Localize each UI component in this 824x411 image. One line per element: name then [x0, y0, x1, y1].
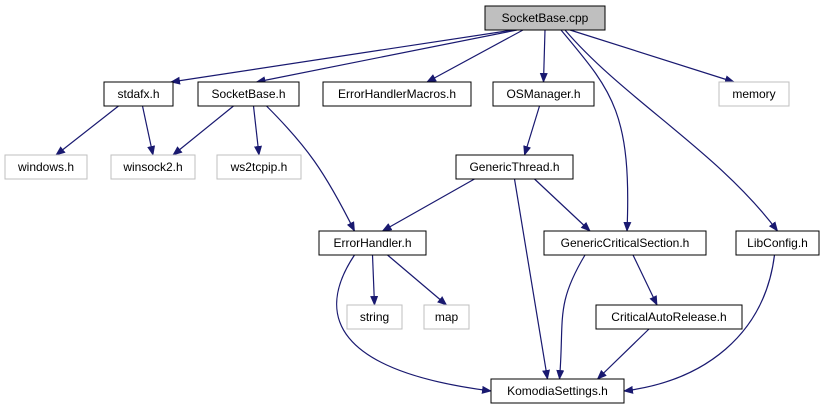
node-label: map — [435, 310, 459, 324]
edge-libconfig-h-to-komodiasettings-h — [623, 254, 776, 394]
edge-genericcriticalsection-h-to-komodiasettings-h — [556, 254, 586, 380]
edge-socketbase-h-to-errorhandler-h — [266, 105, 356, 232]
node-label: GenericCriticalSection.h — [561, 236, 690, 250]
node-label: ErrorHandler.h — [333, 236, 411, 250]
node-socketbase-cpp[interactable]: SocketBase.cpp — [484, 5, 606, 31]
node-socketbase-h[interactable]: SocketBase.h — [197, 81, 300, 107]
node-label: ErrorHandlerMacros.h — [338, 87, 456, 101]
edges-layer — [55, 29, 779, 394]
node-criticalautorelease-h[interactable]: CriticalAutoRelease.h — [595, 304, 743, 330]
edge-socketbase-cpp-to-genericcriticalsection-h — [560, 29, 632, 232]
edge-socketbase-cpp-to-osmanager-h — [539, 29, 548, 83]
edge-socketbase-cpp-to-errorhandlermacros-h — [426, 29, 524, 83]
edge-socketbase-cpp-to-libconfig-h — [564, 29, 779, 232]
edge-socketbase-h-to-winsock2-h — [172, 105, 234, 156]
edge-criticalautorelease-h-to-komodiasettings-h — [596, 328, 650, 380]
node-errorhandlermacros-h[interactable]: ErrorHandlerMacros.h — [322, 81, 472, 107]
edge-genericthread-h-to-errorhandler-h — [381, 178, 475, 232]
node-label: OSManager.h — [506, 87, 580, 101]
node-ws2tcpip-h[interactable]: ws2tcpip.h — [216, 154, 302, 180]
node-komodiasettings-h[interactable]: KomodiaSettings.h — [490, 378, 625, 404]
node-label: SocketBase.cpp — [502, 11, 589, 25]
node-map[interactable]: map — [423, 304, 470, 330]
node-osmanager-h[interactable]: OSManager.h — [492, 81, 595, 107]
edge-genericcriticalsection-h-to-criticalautorelease-h — [632, 254, 658, 306]
edge-genericthread-h-to-komodiasettings-h — [513, 178, 550, 380]
node-windows-h[interactable]: windows.h — [4, 154, 88, 180]
node-label: KomodiaSettings.h — [507, 384, 608, 398]
edge-osmanager-h-to-genericthread-h — [523, 105, 541, 156]
edge-errorhandler-h-to-komodiasettings-h — [336, 254, 492, 394]
node-winsock2-h[interactable]: winsock2.h — [110, 154, 196, 180]
node-label: SocketBase.h — [211, 87, 285, 101]
node-stdafx-h[interactable]: stdafx.h — [103, 81, 174, 107]
node-label: winsock2.h — [122, 160, 182, 174]
node-label: stdafx.h — [117, 87, 159, 101]
node-label: ws2tcpip.h — [230, 160, 288, 174]
edge-socketbase-h-to-ws2tcpip-h — [252, 105, 262, 156]
edge-genericthread-h-to-genericcriticalsection-h — [534, 178, 591, 232]
nodes-layer: SocketBase.cpp stdafx.h SocketBase.h Err… — [4, 5, 820, 404]
node-label: windows.h — [17, 160, 74, 174]
edge-errorhandler-h-to-string — [370, 254, 379, 306]
edge-stdafx-h-to-windows-h — [55, 105, 119, 156]
node-label: string — [360, 310, 389, 324]
node-label: GenericThread.h — [469, 160, 559, 174]
edge-socketbase-cpp-to-memory — [569, 29, 735, 84]
node-label: CriticalAutoRelease.h — [611, 310, 726, 324]
node-label: LibConfig.h — [747, 236, 808, 250]
node-memory[interactable]: memory — [718, 81, 790, 107]
node-genericcriticalsection-h[interactable]: GenericCriticalSection.h — [543, 230, 707, 256]
edge-stdafx-h-to-winsock2-h — [141, 105, 156, 156]
node-label: memory — [732, 87, 775, 101]
node-string[interactable]: string — [346, 304, 403, 330]
edge-errorhandler-h-to-map — [387, 254, 448, 306]
node-genericthread-h[interactable]: GenericThread.h — [455, 154, 574, 180]
edge-socketbase-cpp-to-stdafx-h — [170, 29, 514, 85]
node-libconfig-h[interactable]: LibConfig.h — [735, 230, 820, 256]
node-errorhandler-h[interactable]: ErrorHandler.h — [318, 230, 427, 256]
edge-socketbase-cpp-to-socketbase-h — [255, 29, 518, 85]
